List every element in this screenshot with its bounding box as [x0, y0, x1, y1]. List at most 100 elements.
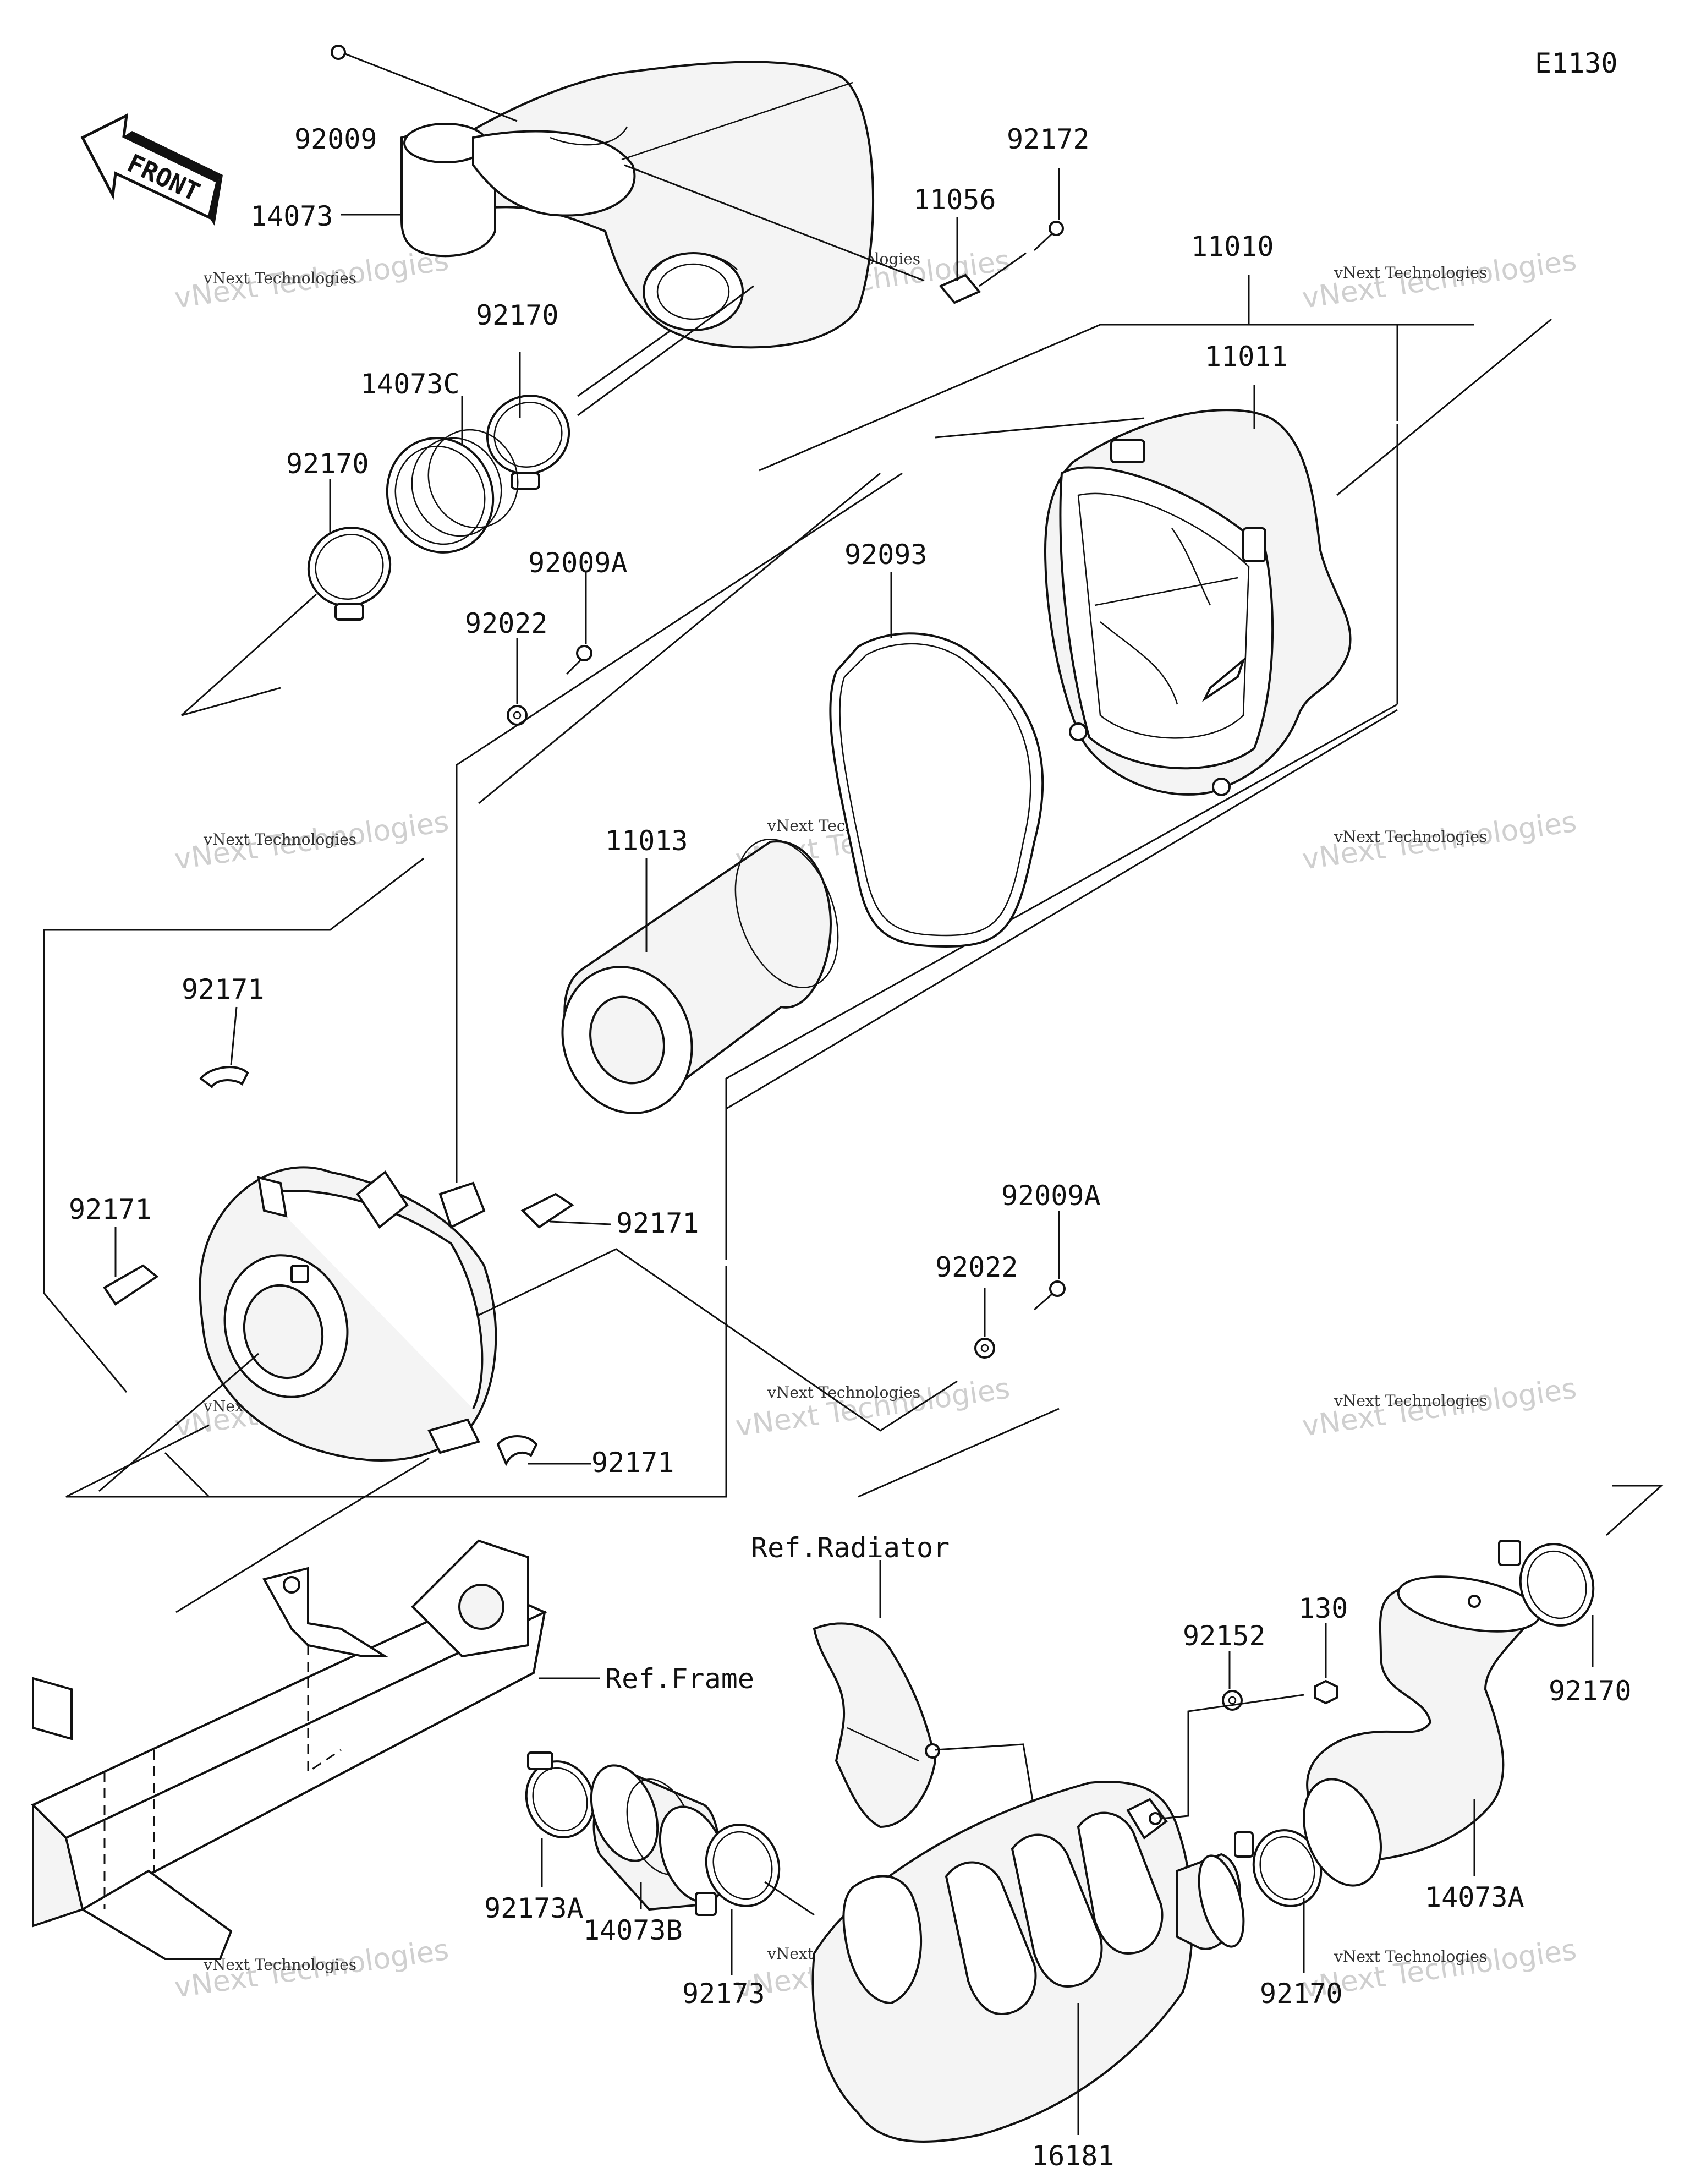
svg-text:vNext Technologies: vNext Technologies — [203, 1956, 356, 1974]
watermark: vNext Technologies vNext Technologies — [733, 1372, 1012, 1443]
leader-duct-guide — [624, 164, 925, 282]
label-130: 130 — [1298, 1592, 1348, 1624]
svg-text:vNext Technologies: vNext Technologies — [767, 1383, 920, 1402]
guide-cover-bottom — [164, 1452, 210, 1498]
label-92022-upper: 92022 — [465, 607, 548, 639]
svg-text:vNext Technologies: vNext Technologies — [733, 1372, 1012, 1443]
label-92009A-upper: 92009A — [528, 547, 628, 579]
leader-11011-a — [935, 417, 1145, 439]
leader-11011-b — [1336, 318, 1552, 496]
clamp-92173 — [695, 1824, 781, 1916]
air-cleaner-cover — [199, 1166, 497, 1462]
clamp-92170-lower — [307, 527, 392, 621]
svg-text:vNext Technologies: vNext Technologies — [203, 269, 356, 287]
guide-frame — [175, 1457, 430, 1613]
guide-nut-to-box — [1160, 1694, 1304, 1820]
guide-cover-bottom-right — [215, 1266, 727, 1498]
guide-cover-left — [43, 857, 424, 1393]
leader-clamp-lower — [180, 593, 317, 716]
label-92170-upper: 92170 — [476, 299, 559, 331]
guide-filter-lower — [726, 709, 1398, 1110]
watermark: vNext Technologies vNext Technologies — [172, 806, 451, 877]
label-ref-frame: Ref.Frame — [605, 1663, 754, 1695]
air-cleaner-housing-11011 — [1044, 409, 1352, 796]
label-14073A: 14073A — [1425, 1881, 1524, 1913]
label-92171-right: 92171 — [616, 1207, 699, 1239]
label-92171-top: 92171 — [182, 973, 265, 1005]
clip-92171-left-icon — [103, 1264, 159, 1306]
label-14073C: 14073C — [360, 368, 460, 400]
leader-clamp-to-duct — [577, 329, 672, 397]
screw-92172-icon — [1033, 221, 1064, 251]
guide-radiator — [935, 1743, 1035, 1811]
leader-11010-left — [759, 324, 1101, 472]
label-92009A-lower: 92009A — [1001, 1180, 1101, 1212]
gasket-92093 — [829, 632, 1044, 948]
clamp-92170-right-upper — [1498, 1540, 1595, 1627]
watermark: vNext Technologies vNext Technologies — [1300, 1372, 1578, 1443]
svg-text:vNext Technologies: vNext Technologies — [203, 830, 356, 849]
label-92009: 92009 — [294, 123, 377, 155]
label-11013: 11013 — [605, 825, 688, 857]
ref-radiator — [813, 1622, 940, 1829]
svg-text:vNext Technologies: vNext Technologies — [1334, 1392, 1487, 1410]
watermark: vNext Technologies vNext Technologies — [1300, 806, 1578, 877]
clip-92171-top-icon — [199, 1066, 249, 1088]
label-92093: 92093 — [844, 539, 928, 571]
label-11010: 11010 — [1191, 231, 1274, 262]
label-16181: 16181 — [1031, 2140, 1115, 2172]
guide-cover-bottom-left — [65, 1424, 215, 1498]
filter-element-11013 — [561, 839, 839, 1114]
svg-text:vNext Technologies: vNext Technologies — [1334, 828, 1487, 846]
label-92171-left: 92171 — [69, 1194, 152, 1225]
label-92171-bottom: 92171 — [591, 1447, 674, 1479]
label-14073: 14073 — [250, 200, 333, 232]
svg-text:vNext Technologies: vNext Technologies — [1334, 1947, 1487, 1966]
screw-92009A-lower-icon — [1034, 1280, 1066, 1311]
hose-14073A — [1302, 1575, 1542, 1887]
label-92152: 92152 — [1183, 1620, 1266, 1652]
clamp-92170-upper — [486, 395, 570, 490]
screw-92009-icon — [331, 45, 346, 60]
leader-92171-top — [230, 1006, 238, 1065]
resonator-box-16181 — [811, 1781, 1245, 2143]
guide-cover-center — [98, 1353, 259, 1492]
label-92170-lower: 92170 — [286, 448, 369, 480]
part-labels: 92009 14073 92170 14073C 92170 92009A 92… — [69, 123, 1632, 2172]
label-92172: 92172 — [1007, 123, 1090, 155]
guide-filter-upper — [478, 472, 881, 804]
label-11011: 11011 — [1205, 341, 1288, 373]
leader-92172-to-bracket — [979, 252, 1027, 287]
label-ref-radiator: Ref.Radiator — [751, 1532, 950, 1564]
label-11056: 11056 — [913, 184, 996, 216]
leader-housing-bottom — [725, 703, 1398, 1260]
label-92022-lower: 92022 — [935, 1251, 1018, 1283]
label-92170-right-upper: 92170 — [1549, 1675, 1632, 1707]
washer-92152-icon — [1222, 1690, 1243, 1711]
screw-92009A-upper-icon — [566, 645, 592, 675]
washer-92022-upper-icon — [507, 705, 528, 726]
intake-duct-14073 — [400, 61, 874, 349]
front-arrow-icon: FRONT — [80, 113, 223, 226]
leader-92009 — [341, 51, 518, 122]
guide-cover-right — [478, 1248, 958, 1432]
label-92173A: 92173A — [484, 1892, 584, 1924]
watermark: vNext Technologies vNext Technologies — [1300, 244, 1578, 315]
guide-92173-to-box — [764, 1881, 815, 1916]
clamp-92173A — [525, 1751, 595, 1838]
guide-upper-left — [456, 472, 903, 1183]
ref-frame — [31, 1539, 547, 1960]
clip-92171-bottom-icon — [496, 1435, 538, 1466]
svg-text:vNext Technologies: vNext Technologies — [1334, 264, 1487, 282]
connector-14073C — [386, 429, 519, 554]
nut-130-icon — [1314, 1679, 1338, 1705]
label-14073B: 14073B — [583, 1914, 683, 1946]
watermark: vNext Technologies vNext Technologies — [172, 244, 451, 315]
guide-right-corner — [1605, 1485, 1664, 1536]
diagram-code: E1130 — [1535, 47, 1618, 79]
leader-92171-right — [550, 1220, 611, 1225]
washer-92022-lower-icon — [974, 1338, 995, 1359]
label-92170-right-lower: 92170 — [1260, 1978, 1343, 2010]
guide-clamp-to-duct — [577, 285, 754, 417]
